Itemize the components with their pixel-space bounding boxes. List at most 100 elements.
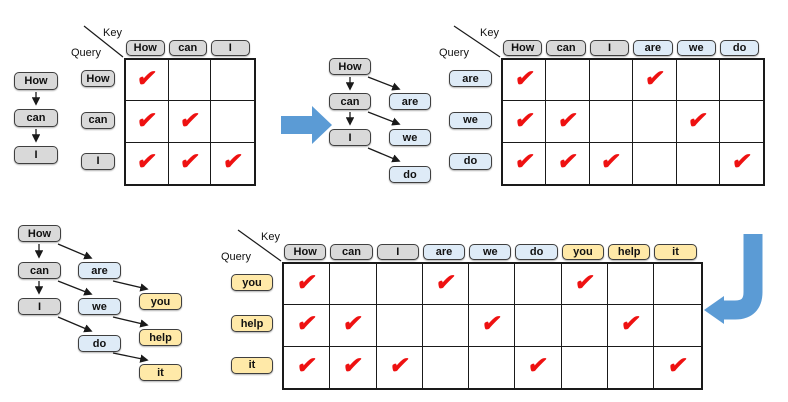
query-slot: you — [228, 262, 282, 303]
matrix-cell — [211, 101, 254, 143]
matrix-cell: ✔ — [608, 305, 655, 347]
matrix-cell: ✔ — [561, 264, 609, 306]
matrix-cell: ✔ — [503, 101, 547, 143]
matrix-cell — [562, 346, 609, 388]
check-icon: ✔ — [599, 148, 623, 175]
tree-arrows-step2 — [345, 76, 401, 163]
matrix-cell: ✔ — [503, 60, 547, 102]
key-token: can — [330, 244, 373, 260]
matrix-cell — [469, 264, 516, 306]
key-token: can — [168, 40, 207, 56]
check-icon: ✔ — [341, 352, 365, 379]
matrix-cell — [633, 101, 677, 143]
query-slot: can — [78, 99, 124, 140]
token-how: How — [18, 225, 61, 242]
mask-grid: ✔✔✔✔✔✔✔✔✔ — [501, 58, 766, 187]
matrix-cell — [608, 346, 655, 388]
matrix-cell: ✔ — [720, 143, 763, 184]
matrix-cell: ✔ — [590, 142, 634, 185]
key-axis-label: Key — [261, 231, 280, 243]
token-how: How — [14, 72, 58, 90]
key-token: do — [719, 40, 760, 56]
key-token: I — [589, 40, 630, 56]
key-token: help — [608, 244, 651, 260]
token-we: we — [389, 129, 431, 146]
matrix-cell: ✔ — [169, 142, 211, 185]
check-icon: ✔ — [730, 148, 754, 175]
query-slot: How — [78, 58, 124, 99]
check-icon: ✔ — [642, 65, 667, 92]
token-help: help — [139, 329, 182, 346]
check-icon: ✔ — [512, 65, 537, 92]
key-slot: I — [588, 24, 631, 58]
key-token: it — [654, 244, 697, 260]
query-slot: are — [446, 58, 501, 99]
token-it: it — [139, 364, 182, 381]
matrix-cell — [677, 142, 720, 185]
query-slot: I — [78, 141, 124, 182]
matrix-cell: ✔ — [546, 101, 590, 143]
check-icon: ✔ — [135, 148, 159, 175]
matrix-cell: ✔ — [284, 264, 331, 306]
key-query-corner: Key Query — [221, 228, 282, 263]
key-token: are — [633, 40, 673, 56]
matrix-cell — [469, 346, 516, 388]
matrix-cell — [423, 346, 470, 388]
query-token: it — [231, 356, 273, 374]
check-icon: ✔ — [295, 310, 319, 337]
diagonal-divider — [453, 25, 501, 58]
matrix-cell — [515, 305, 562, 347]
query-token: How — [81, 70, 115, 88]
matrix-cell — [330, 264, 377, 306]
check-icon: ✔ — [135, 65, 159, 92]
token-are: are — [389, 93, 431, 110]
key-slot: I — [375, 228, 421, 262]
matrix-cell: ✔ — [211, 143, 254, 184]
key-slot: help — [606, 228, 652, 262]
key-slot: I — [209, 24, 252, 58]
key-slot: How — [501, 24, 544, 58]
query-axis-label: Query — [71, 47, 101, 59]
check-icon: ✔ — [526, 352, 551, 379]
check-icon: ✔ — [434, 269, 458, 296]
mask-grid: ✔✔✔✔✔✔✔✔✔✔✔✔ — [282, 262, 703, 390]
token-how: How — [329, 58, 371, 75]
key-slot: are — [421, 228, 467, 262]
check-icon: ✔ — [177, 106, 202, 133]
key-token: we — [676, 40, 716, 56]
token-can: can — [14, 109, 58, 127]
query-token: help — [231, 315, 273, 333]
check-icon: ✔ — [619, 310, 643, 337]
matrix-cell — [589, 60, 634, 102]
matrix-cell — [561, 305, 609, 347]
check-icon: ✔ — [686, 106, 710, 133]
query-token: do — [449, 152, 492, 170]
key-slot: are — [631, 24, 674, 58]
key-slot: do — [513, 228, 559, 262]
matrix-cell: ✔ — [633, 60, 677, 102]
query-token: can — [81, 111, 115, 129]
diagonal-divider — [83, 25, 124, 58]
matrix-cell — [168, 60, 211, 102]
key-query-corner: Key Query — [439, 24, 501, 59]
matrix-cell — [633, 142, 677, 185]
mask-grid: ✔✔✔✔✔✔ — [124, 58, 256, 187]
key-token: I — [211, 40, 250, 56]
token-do: do — [78, 335, 121, 352]
check-icon: ✔ — [512, 106, 537, 133]
matrix-cell: ✔ — [676, 101, 720, 143]
token-you: you — [139, 293, 182, 310]
matrix-cell: ✔ — [126, 60, 169, 102]
matrix-cell — [515, 264, 562, 306]
token-can: can — [329, 93, 371, 110]
matrix-cell: ✔ — [515, 346, 562, 388]
query-token: I — [81, 152, 115, 170]
matrix-cell: ✔ — [126, 101, 169, 143]
matrix-cell — [654, 264, 701, 306]
query-token: you — [231, 274, 273, 292]
